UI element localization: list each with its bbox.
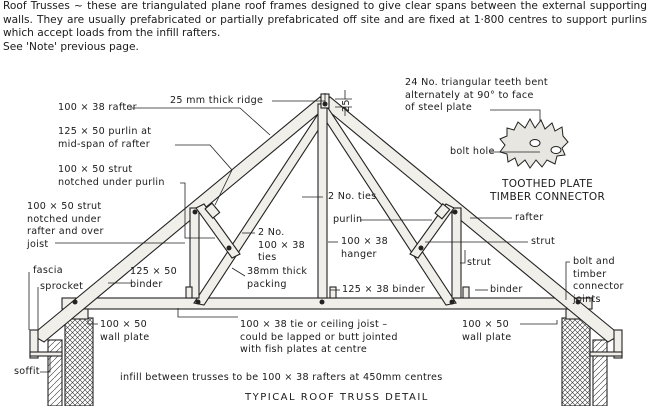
wall-plate-label-line: wall plate <box>462 331 512 343</box>
teeth-label-line: 24 No. triangular teeth bent <box>405 77 548 88</box>
diagram-caption: TYPICAL ROOF TRUSS DETAIL <box>245 392 429 403</box>
toothed-plate-connector <box>499 117 569 169</box>
right-vertical-strut <box>451 207 462 299</box>
teeth-label-line: of steel plate <box>405 102 473 113</box>
right-vertical-strut-label: strut <box>467 257 492 268</box>
intro-note: See 'Note' previous page. <box>3 40 139 53</box>
right-wall <box>561 317 591 406</box>
ridge-dimension: 25 <box>341 99 352 112</box>
binder-label-line: binder <box>130 278 163 290</box>
ties-label-line: 2 No. <box>258 227 285 238</box>
right-binder-label: binder <box>490 284 523 295</box>
centre-binder-label: 125 × 38 binder <box>342 284 425 295</box>
ties-label-line: ties <box>258 252 277 263</box>
sprocket-label: sprocket <box>40 281 84 292</box>
fascia-label: fascia <box>33 265 63 276</box>
purlin-label-line: 125 × 50 purlin at <box>58 126 152 137</box>
wall-plate-label-line: 100 × 50 <box>462 319 510 330</box>
connector-title-line: TIMBER CONNECTOR <box>490 191 606 203</box>
connector-title-line: TOOTHED PLATE <box>502 178 594 190</box>
bolt-label-line: connector <box>573 281 624 292</box>
right-tie <box>319 107 457 306</box>
hanger-label-line: 100 × 38 <box>341 236 389 247</box>
ridge-label: 25 mm thick ridge <box>170 95 264 106</box>
tie-beam <box>61 297 593 310</box>
rafter-label: 100 × 38 rafter <box>58 102 137 113</box>
bolt-label-line: timber <box>573 268 607 280</box>
packing-label-line: packing <box>247 278 287 290</box>
wall-plate-label-line: 100 × 50 <box>100 319 148 330</box>
bolt-hole-label: bolt hole <box>450 146 495 157</box>
hanger <box>317 103 328 299</box>
bolt-label-line: bolt and <box>573 256 615 267</box>
binder-label-line: 125 × 50 <box>130 266 178 277</box>
tie-label-line: with fish plates at centre <box>240 344 368 355</box>
strut-label-line: joist <box>27 238 49 250</box>
intro-paragraph: Roof Trusses ~ these are triangulated pl… <box>3 0 647 39</box>
purlin-label-line: mid-span of rafter <box>58 138 150 150</box>
bolt-label-line: joints <box>573 293 601 305</box>
strut-label-line: notched under <box>27 213 102 225</box>
right-purlin-label: purlin <box>333 214 363 225</box>
intro-text: Roof Trusses ~ these are triangulated pl… <box>3 0 647 54</box>
left-vertical-strut <box>189 207 200 299</box>
teeth-label-line: alternately at 90° to face <box>405 89 534 101</box>
tie-label-line: 100 × 38 tie or ceiling joist – <box>240 319 388 330</box>
left-wall <box>64 317 94 406</box>
strut-label-line: rafter and over <box>27 226 104 237</box>
packing-label-line: 38mm thick <box>247 266 308 277</box>
soffit-label: soffit <box>14 366 40 377</box>
ties-label-line: 100 × 38 <box>258 239 306 251</box>
strut-label-line: notched under purlin <box>58 176 165 188</box>
strut-label-line: 100 × 50 strut <box>58 164 133 175</box>
tie-label-line: could be lapped or butt jointed <box>240 331 398 343</box>
infill-note: infill between trusses to be 100 × 38 ra… <box>120 372 443 383</box>
right-rafter-label: rafter <box>515 212 544 223</box>
right-strut-label: strut <box>531 236 556 247</box>
strut-label-line: 100 × 50 strut <box>27 201 102 212</box>
right-ties-label: 2 No. ties <box>328 191 377 202</box>
wall-plate-label-line: wall plate <box>100 331 150 343</box>
tie-joist-label: 100 × 38 tie or ceiling joist –could be … <box>240 319 398 357</box>
hanger-label-line: hanger <box>341 248 377 260</box>
